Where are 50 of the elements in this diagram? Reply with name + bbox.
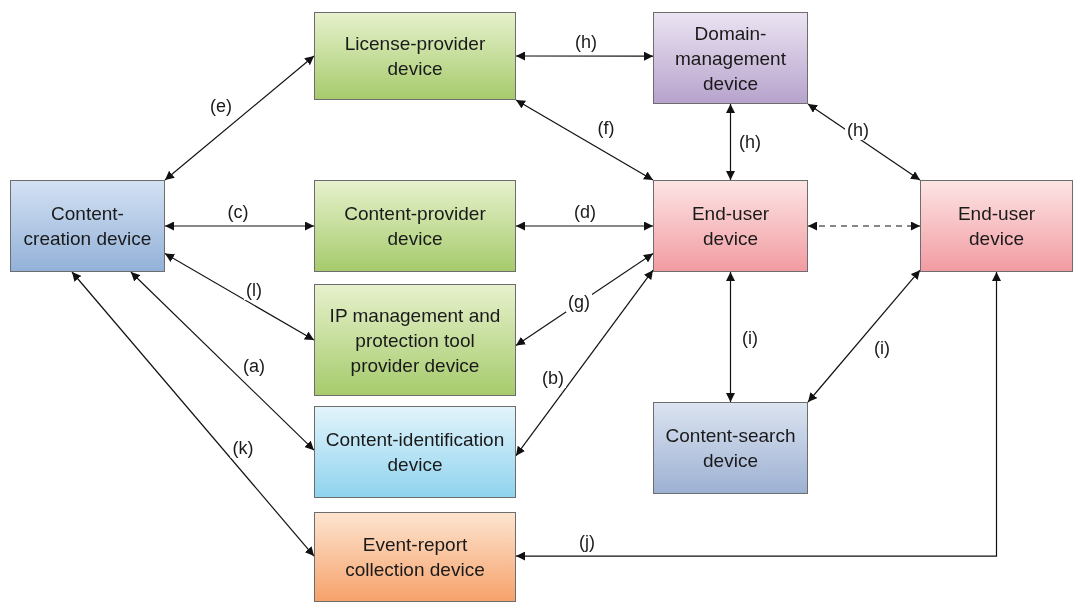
device-box — [653, 180, 808, 272]
edge-label: (c) — [225, 202, 251, 222]
dashed-arrow — [807, 221, 921, 231]
device-box — [920, 180, 1073, 272]
device-label: Content-identification device — [325, 428, 505, 477]
arrow — [71, 271, 315, 557]
edge-label: (d) — [572, 202, 598, 222]
arrow — [515, 99, 654, 181]
edge-label: (h) — [737, 132, 763, 152]
arrow — [726, 103, 735, 181]
arrow — [515, 221, 654, 231]
edge-label: (e) — [208, 96, 234, 116]
arrow — [164, 253, 315, 341]
edge-label: (j) — [577, 532, 597, 552]
device-label: End-user device — [690, 202, 771, 251]
device-label: Content-provider device — [343, 202, 487, 251]
edge-label: (g) — [566, 292, 592, 312]
arrow — [726, 271, 735, 403]
arrow — [807, 103, 921, 181]
device-box — [314, 406, 516, 498]
device-box — [653, 12, 808, 104]
arrow — [164, 55, 315, 181]
arrow — [515, 269, 654, 457]
device-label: License-provider device — [343, 32, 487, 81]
edge-label: (i) — [872, 338, 892, 358]
edge-label: (h) — [573, 32, 599, 52]
arrow — [130, 271, 315, 451]
edge-label: (k) — [230, 438, 256, 458]
arrow — [164, 221, 315, 231]
device-box — [314, 284, 516, 396]
device-box — [314, 12, 516, 100]
edge-label: (b) — [540, 368, 566, 388]
device-box — [10, 180, 165, 272]
device-label: IP management and protection tool provider device — [328, 303, 502, 378]
edge-label: (f) — [595, 118, 617, 138]
device-box — [653, 402, 808, 494]
arrow — [807, 269, 921, 403]
arrow — [515, 271, 1001, 561]
arrow — [515, 51, 654, 61]
edge-label: (a) — [241, 356, 267, 376]
edge-label: (i) — [740, 328, 760, 348]
edge-label: (h) — [845, 120, 871, 140]
device-box — [314, 180, 516, 272]
device-label: Domain-management device — [674, 21, 787, 96]
edge-label: (l) — [244, 280, 264, 300]
device-label: End-user device — [956, 202, 1037, 251]
device-label: Content-creation device — [22, 202, 153, 251]
device-box — [314, 512, 516, 602]
device-label: Event-report collection device — [344, 533, 486, 582]
device-label: Content-search device — [664, 424, 797, 473]
